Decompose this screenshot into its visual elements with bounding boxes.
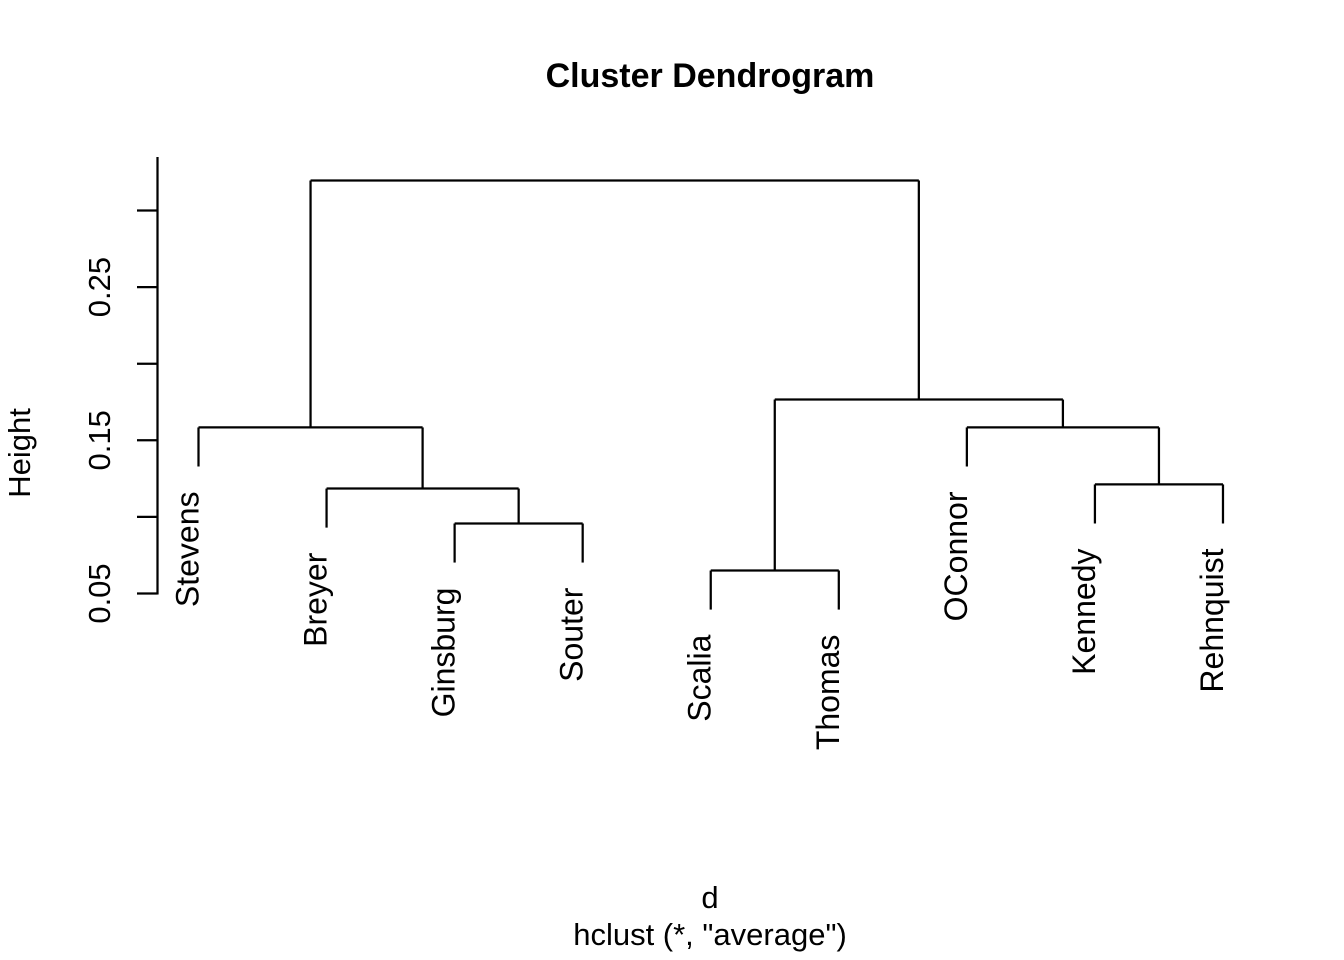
y-axis-tick-label-0.25: 0.25 bbox=[82, 257, 117, 317]
y-axis-label: Height bbox=[2, 408, 37, 498]
x-axis-label: d bbox=[701, 880, 718, 915]
leaf-label-thomas: Thomas bbox=[810, 635, 846, 751]
leaf-label-oconnor: OConnor bbox=[938, 491, 974, 621]
plot-subtitle: hclust (*, "average") bbox=[573, 917, 847, 952]
leaf-label-breyer: Breyer bbox=[298, 552, 334, 647]
leaf-label-souter: Souter bbox=[554, 587, 590, 682]
leaf-label-ginsburg: Ginsburg bbox=[426, 588, 462, 718]
leaf-label-rehnquist: Rehnquist bbox=[1194, 548, 1230, 692]
leaf-label-scalia: Scalia bbox=[682, 634, 718, 721]
y-axis: 0.05 0.15 0.25 bbox=[82, 157, 159, 624]
y-axis-tick-label-0.05: 0.05 bbox=[82, 563, 117, 623]
leaf-label-stevens: Stevens bbox=[170, 491, 206, 607]
plot-title: Cluster Dendrogram bbox=[546, 57, 875, 95]
y-axis-tick-label-0.15: 0.15 bbox=[82, 410, 117, 470]
leaf-label-kennedy: Kennedy bbox=[1066, 548, 1102, 674]
